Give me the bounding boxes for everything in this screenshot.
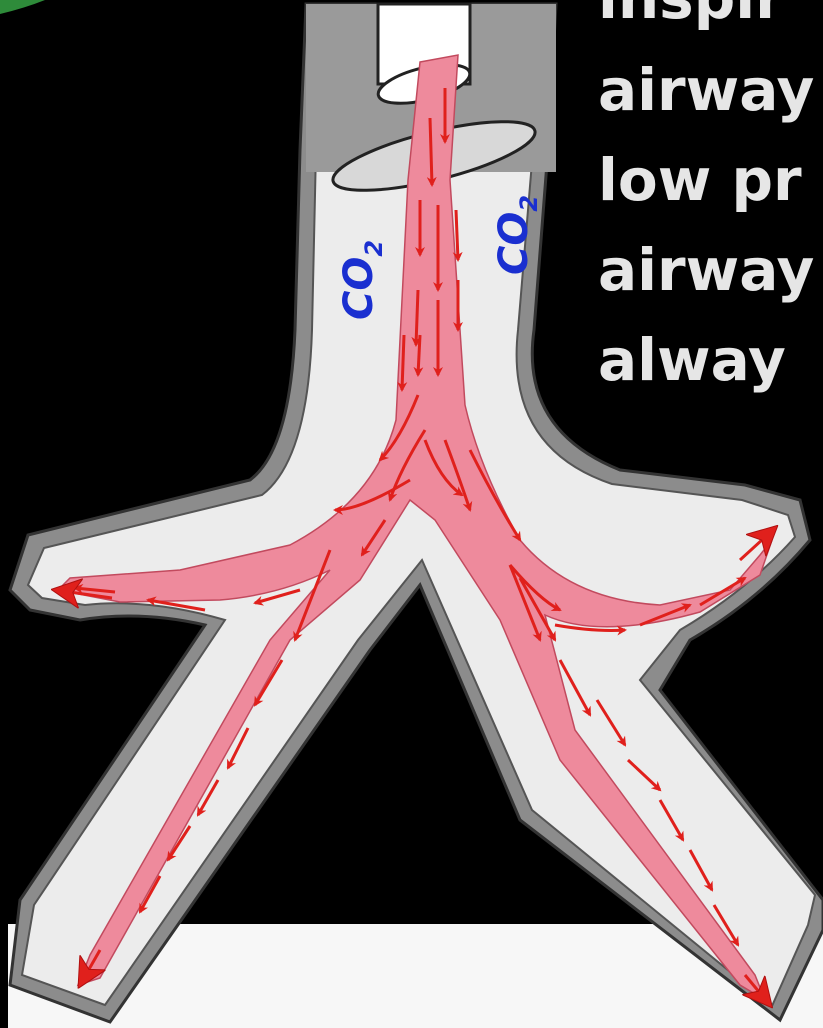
slide-text-line-3: low pr xyxy=(598,146,802,214)
slide-text-line-4: airway xyxy=(598,236,814,304)
slide-text-line-2: airway xyxy=(598,56,814,124)
co2-label-right-sub: 2 xyxy=(515,195,543,212)
slide-text-line-5: alway xyxy=(598,326,786,394)
slide-text-line-1: inspir xyxy=(598,0,784,32)
co2-label-left-sub: 2 xyxy=(360,240,388,257)
co2-label-left-main: CO xyxy=(336,257,382,320)
slide-text: inspir airway low pr airway alway xyxy=(598,0,814,394)
corner-accent xyxy=(0,0,45,14)
co2-label-right-main: CO xyxy=(491,212,537,275)
